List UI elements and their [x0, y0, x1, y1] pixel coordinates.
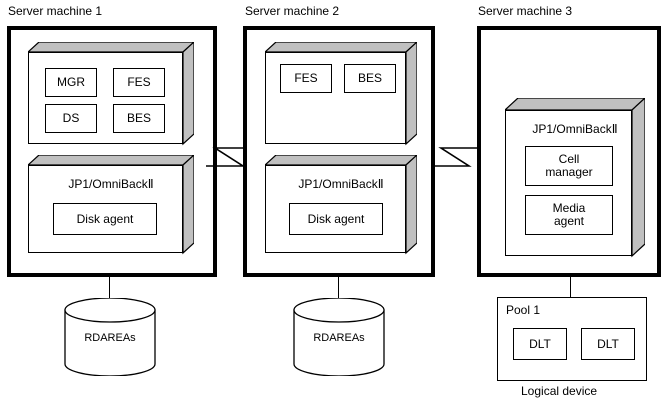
component-fes-1: FES — [113, 68, 165, 97]
component-ds: DS — [45, 104, 97, 133]
device-dlt-2: DLT — [581, 328, 635, 360]
link-machine-2-storage — [338, 277, 340, 301]
cell-manager-line-2: manager — [545, 165, 593, 179]
storage-label-2: RDAREAs — [313, 332, 365, 344]
pool-title: Pool 1 — [506, 303, 541, 317]
machine-1-lower-box: JP1/OmniBackⅡ Disk agent — [28, 155, 194, 255]
component-cell-manager: Cell manager — [525, 146, 613, 186]
cylinder-shape — [293, 298, 385, 376]
box-3d-shading — [505, 98, 645, 258]
omniback-label-1: JP1/OmniBackⅡ — [68, 177, 154, 191]
omniback-label-2: JP1/OmniBackⅡ — [298, 177, 384, 191]
machine-2-upper-box: FES BES — [265, 42, 417, 146]
cylinder-shape — [64, 298, 156, 376]
storage-rdareas-1: RDAREAs — [63, 298, 157, 376]
link-machine-1-storage — [109, 277, 111, 301]
storage-rdareas-2: RDAREAs — [292, 298, 386, 376]
network-connector-1-2 — [206, 147, 251, 167]
device-dlt-1: DLT — [513, 328, 567, 360]
logical-device-caption: Logical device — [521, 384, 598, 398]
component-disk-agent-2: Disk agent — [289, 203, 383, 235]
component-media-agent: Media agent — [525, 195, 613, 235]
machine-3-caption: Server machine 3 — [478, 4, 573, 18]
component-mgr: MGR — [45, 68, 97, 97]
box-3d-shading — [265, 155, 417, 255]
link-machine-3-pool — [570, 277, 572, 298]
media-agent-line-2: agent — [553, 214, 585, 228]
machine-2-lower-box: JP1/OmniBackⅡ Disk agent — [265, 155, 417, 255]
storage-label-1: RDAREAs — [84, 332, 136, 344]
machine-1-upper-box: MGR FES DS BES — [28, 42, 194, 146]
machine-1-caption: Server machine 1 — [8, 4, 103, 18]
media-agent-line-1: Media — [552, 201, 586, 215]
logical-device-pool: Pool 1 DLT DLT — [497, 297, 647, 381]
machine-2-caption: Server machine 2 — [245, 4, 340, 18]
cell-manager-line-1: Cell — [558, 152, 580, 166]
component-bes-2: BES — [344, 64, 396, 93]
machine-3-main-box: JP1/OmniBackⅡ Cell manager Media agent — [505, 98, 645, 258]
omniback-label-3: JP1/OmniBackⅡ — [532, 122, 618, 136]
component-disk-agent-1: Disk agent — [53, 203, 157, 235]
network-connector-2-3 — [432, 147, 477, 167]
component-fes-2: FES — [280, 64, 332, 93]
box-3d-shading — [265, 42, 417, 146]
box-3d-shading — [28, 155, 194, 255]
component-bes-1: BES — [113, 104, 165, 133]
